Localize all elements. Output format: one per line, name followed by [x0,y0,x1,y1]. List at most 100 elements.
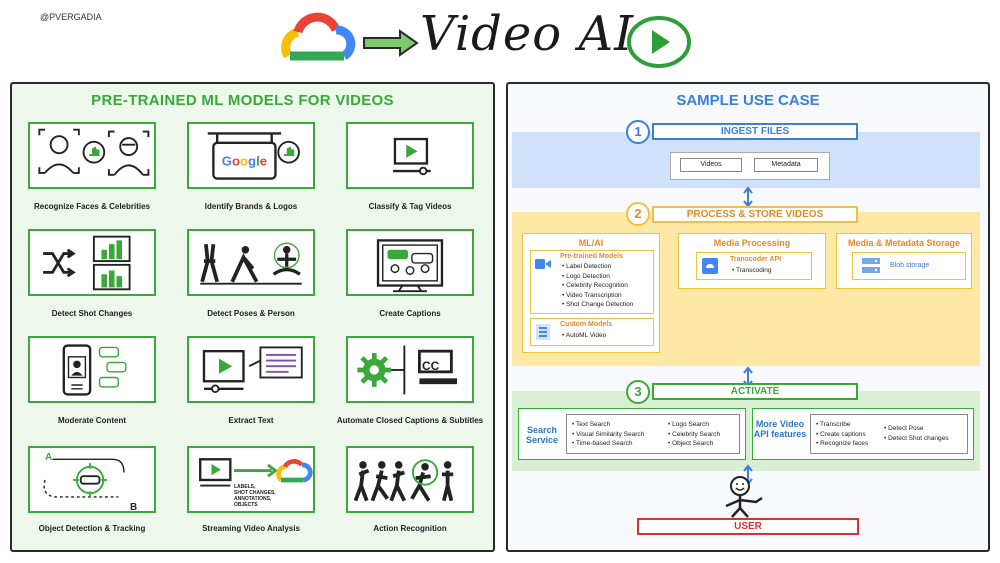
card-label: Identify Brands & Logos [204,202,298,211]
phone-review-icon [62,344,127,396]
author-handle: @PVERGADIA [40,12,102,22]
list-item: AutoML Video [562,331,606,341]
classify-tag-card [346,122,474,189]
automl-icon [536,324,550,340]
card-label: Classify & Tag Videos [368,202,452,211]
google-wordmark: Google [222,153,267,168]
create-captions-card [346,229,474,296]
list-item: Celebrity Search [668,430,720,440]
video-text-icon [202,346,303,394]
video-api-features-title: More Video API features [753,419,807,439]
double-arrow-icon [743,186,753,208]
stream-to-cloud-icon [199,458,313,487]
action-recognition-card [346,446,474,513]
google-cloud-logo-icon [278,12,356,70]
stage-number: 3 [626,380,650,404]
page-title: Video AI [420,6,635,62]
point-a-label: A [45,452,53,463]
blob-storage-box [852,252,966,280]
list-item: Recognize faces [816,439,868,449]
object-tracking-card [28,446,156,513]
brands-logos-card: Google [187,122,315,189]
blob-storage-label: Blob storage [890,262,930,269]
stage-number: 2 [626,202,650,226]
list-item: Shot Change Detection [562,300,633,310]
poses-person-card [187,229,315,296]
user-figure-icon [725,476,763,518]
tracking-path-icon [43,458,125,498]
annotation-line: LABELS, [234,484,256,490]
point-b-label: B [130,502,138,513]
face-recognition-icon [38,128,150,176]
card-label: Automate Closed Captions & Subtitles [336,416,484,425]
storage-title: Media & Metadata Storage [847,238,961,248]
streaming-analysis-card [187,446,315,513]
list-item: Transcoding [732,266,772,276]
list-item: Logo Search [668,420,720,430]
card-label: Detect Shot Changes [51,309,133,318]
video-intelligence-icon [535,259,551,269]
card-label: Object Detection & Tracking [38,524,146,533]
transcoder-box [696,252,812,280]
list-item: Visual Similarity Search [572,430,644,440]
list-item: Detect Pose [884,424,948,434]
screen-chat-icon [376,239,444,293]
activate-title: ACTIVATE [652,383,858,400]
stream-annotations: LABELS, SHOT CHANGES, ANNOTATIONS, OBJEC… [234,484,276,508]
list-item: Object Search [668,439,720,449]
transcoder-api-label: Transcoder API [730,256,782,263]
pretrained-models-list: Label Detection Logo Detection Celebrity… [562,262,633,310]
media-processing-title: Media Processing [713,238,791,248]
ingest-files-title: INGEST FILES [652,123,858,140]
card-label: Create Captions [379,309,441,318]
people-action-icon [353,459,454,502]
sample-use-case-title: SAMPLE USE CASE [676,92,820,109]
shot-changes-card [28,229,156,296]
card-label: Moderate Content [58,416,126,425]
card-label: Recognize Faces & Celebrities [33,202,151,211]
annotation-line: OBJECTS [234,502,258,508]
pretrained-models-box [530,250,654,314]
search-service-title: Search Service [525,425,559,445]
search-options-box [566,414,740,454]
media-processing-list: Transcoding [732,266,772,276]
video-player-icon [393,137,431,176]
stage-number: 1 [626,120,650,144]
ml-ai-title: ML/AI [578,238,604,248]
yoga-poses-icon [200,242,302,285]
process-store-title: PROCESS & STORE VIDEOS [652,206,858,223]
search-options-list-2: Logo Search Celebrity Search Object Sear… [668,420,720,449]
features-list-1: Transcribe Create captions Recognize fac… [816,420,868,449]
card-label: Detect Poses & Person [207,309,295,318]
list-item: Label Detection [562,262,633,272]
features-options-box [810,414,968,454]
right-arrow-icon [362,28,420,58]
storage-icon [862,258,880,273]
shuffle-icon [43,235,131,291]
list-item: Time-based Search [572,439,644,449]
transcoder-icon [702,258,718,274]
cc-badge: CC [422,359,440,373]
card-label: Extract Text [228,416,274,425]
extract-text-card [187,336,315,403]
gear-cc-icon [357,345,458,395]
annotation-line: SHOT CHANGES, [234,490,276,496]
annotation-line: ANNOTATIONS, [234,496,272,502]
list-item: Detect Shot changes [884,434,948,444]
list-item: Text Search [572,420,644,430]
play-icon [626,15,692,69]
closed-captions-card [346,336,474,403]
search-options-list-1: Text Search Visual Similarity Search Tim… [572,420,644,449]
custom-models-box [530,318,654,346]
user-box: USER [637,518,859,535]
pretrained-models-heading: Pre-trained Models [560,253,624,260]
card-label: Streaming Video Analysis [202,524,300,533]
list-item: Create captions [816,430,868,440]
features-list-2: Detect Pose Detect Shot changes [884,424,948,443]
metadata-item: Metadata [754,158,818,172]
card-label: Action Recognition [373,524,447,533]
list-item: Video Transcription [562,291,633,301]
custom-models-heading: Custom Models [560,321,613,328]
pretrained-models-title: PRE-TRAINED ML MODELS FOR VIDEOS [91,92,394,109]
list-item: Logo Detection [562,272,633,282]
